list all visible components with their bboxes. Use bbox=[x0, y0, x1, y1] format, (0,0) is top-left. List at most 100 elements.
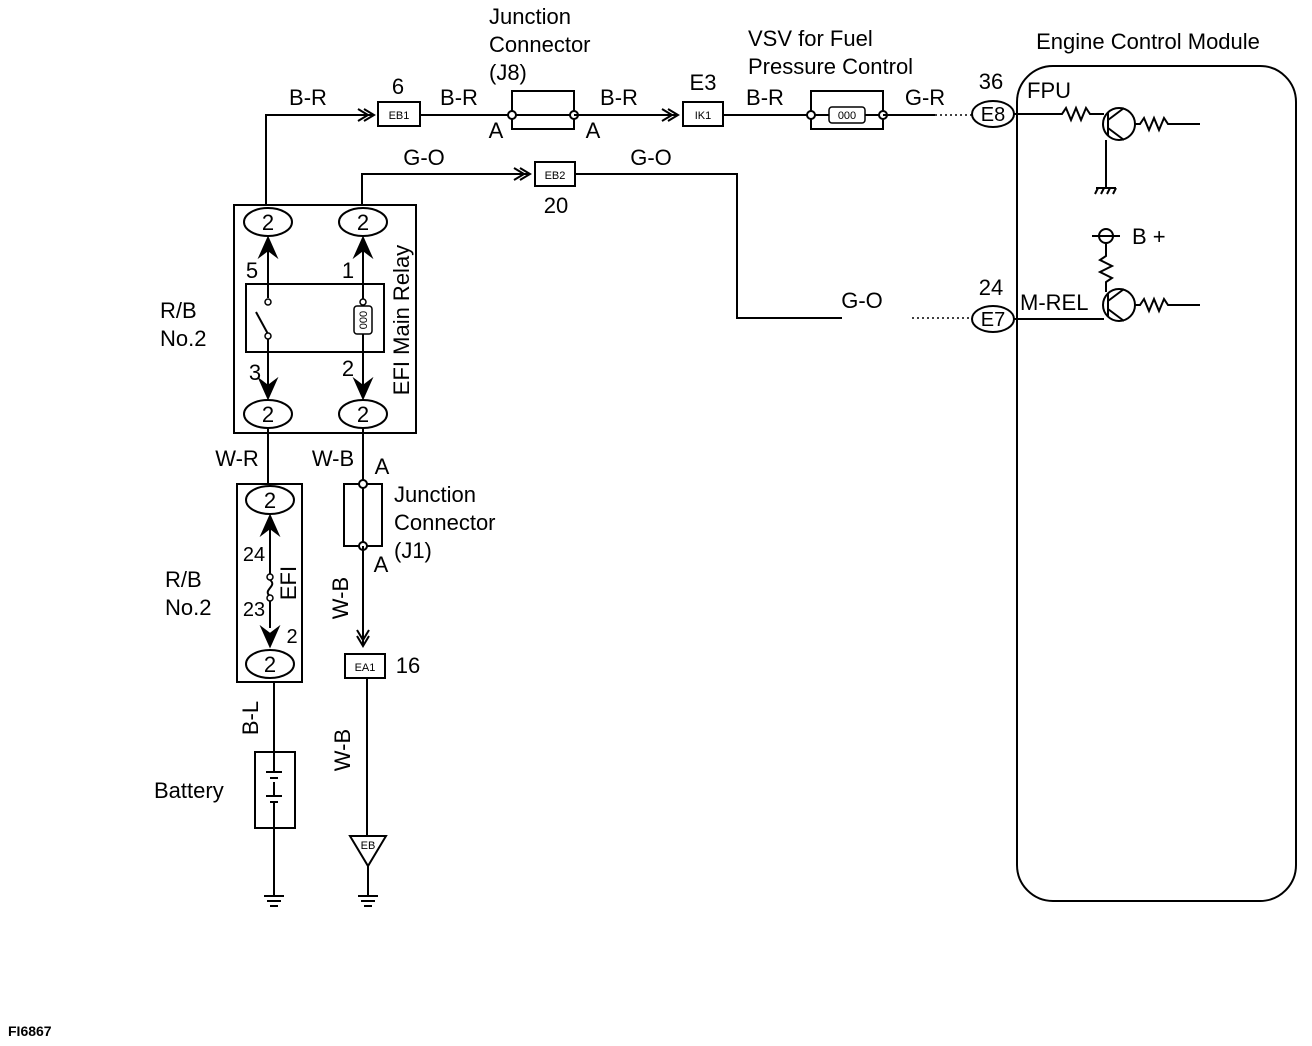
vsv-coil-icon bbox=[828, 106, 866, 124]
eb1-pin-number: 6 bbox=[392, 74, 404, 99]
wire-label-br-4: B-R bbox=[746, 85, 784, 110]
j8-label-line3: (J8) bbox=[489, 60, 527, 85]
fuse-contact-top bbox=[266, 573, 274, 581]
fuse-terminal-2: 2 bbox=[286, 626, 297, 648]
connector-arrow-eb2 bbox=[513, 167, 532, 181]
wire-label-wb-3: W-B bbox=[330, 729, 355, 771]
wire-go-relay-to-eb2 bbox=[361, 173, 528, 205]
fuse-pin-top-label: 2 bbox=[264, 488, 276, 513]
ea1-pin-number: 16 bbox=[396, 653, 420, 678]
rb2-upper-label-line2: No.2 bbox=[160, 326, 206, 351]
mrel-transistor-leads bbox=[1107, 288, 1125, 322]
relay-coil-terminal bbox=[359, 298, 367, 306]
j8-label-line2: Connector bbox=[489, 32, 591, 57]
relay-terminal-2: 2 bbox=[342, 356, 354, 381]
relay-pin-bottom-right-label: 2 bbox=[357, 402, 369, 427]
bplus-pullup-resistor bbox=[1092, 235, 1120, 292]
ea1-label: EA1 bbox=[355, 662, 376, 674]
efi-main-relay-block: R/B No.2 2 2 5 1 000 EFI Main Relay 3 2 … bbox=[160, 204, 417, 434]
vsv-label-line2: Pressure Control bbox=[748, 54, 913, 79]
j8-label-line1: Junction bbox=[489, 4, 571, 29]
relay-switch-arm bbox=[255, 311, 269, 335]
wire-label-br-3: B-R bbox=[600, 85, 638, 110]
fuse-contact-bottom bbox=[266, 594, 274, 602]
go-circuit: EB2 20 G-O G-O G-O bbox=[361, 145, 972, 319]
rb2-lower-label-line2: No.2 bbox=[165, 595, 211, 620]
efi-fuse-icon bbox=[266, 579, 274, 597]
j1-label-line3: (J1) bbox=[394, 538, 432, 563]
j8-terminal-left bbox=[507, 110, 517, 120]
eb-label: EB bbox=[361, 840, 376, 852]
eb-ground-point bbox=[348, 835, 388, 868]
relay-terminal-1: 1 bbox=[342, 258, 354, 283]
eb-ground-icon bbox=[358, 895, 378, 907]
relay-arrow-3 bbox=[257, 376, 279, 401]
wire-label-gr: G-R bbox=[905, 85, 945, 110]
wire-label-br-2: B-R bbox=[440, 85, 478, 110]
fuse-pin-bottom bbox=[245, 649, 295, 679]
wire-label-wb-2: W-B bbox=[328, 577, 353, 619]
eb2-pin-number: 20 bbox=[544, 193, 568, 218]
fuse-arrow-2 bbox=[259, 624, 281, 649]
fpu-resistor bbox=[1014, 105, 1104, 123]
eb2-label: EB2 bbox=[545, 170, 566, 182]
e7-pin-number: 24 bbox=[979, 275, 1003, 300]
br-circuit: EB1 6 B-R B-R A A Junction Connector (J8… bbox=[265, 4, 972, 205]
wire-label-go-1: G-O bbox=[403, 145, 445, 170]
relay-pin-bottom-left-label: 2 bbox=[262, 402, 274, 427]
rb2-upper-box bbox=[233, 204, 417, 434]
fpu-label: FPU bbox=[1027, 78, 1071, 103]
j8-pin-a-left: A bbox=[489, 118, 504, 143]
figure-id: FI6867 bbox=[8, 1023, 52, 1039]
battery-ground-icon bbox=[264, 895, 284, 907]
e8-label: E8 bbox=[981, 104, 1005, 126]
e3-label: E3 bbox=[690, 70, 717, 95]
rb2-lower-label-line1: R/B bbox=[165, 567, 202, 592]
vsv-label-line1: VSV for Fuel bbox=[748, 26, 873, 51]
ground-circuit: W-B A Junction Connector (J1) A W-B EA1 … bbox=[312, 428, 496, 907]
fpu-transistor-leads bbox=[1107, 107, 1125, 141]
junction-connector-j8 bbox=[511, 90, 575, 130]
wire-label-br-1: B-R bbox=[289, 85, 327, 110]
ea1-connector bbox=[344, 653, 386, 679]
fuse-pin-bottom-label: 2 bbox=[264, 652, 276, 677]
e7-label: E7 bbox=[981, 309, 1005, 331]
engine-control-module: Engine Control Module E8 36 FPU B + E7 2… bbox=[971, 29, 1297, 902]
efi-main-relay-label: EFI Main Relay bbox=[389, 245, 414, 395]
wire-label-wr: W-R bbox=[215, 446, 259, 471]
wire-go-eb2-to-ecm bbox=[575, 173, 842, 319]
relay-pin-top-left-label: 2 bbox=[262, 210, 274, 235]
fuse-terminal-24: 24 bbox=[243, 544, 265, 566]
fpu-output-resistor bbox=[1135, 115, 1200, 133]
efi-fuse-label: EFI bbox=[276, 566, 301, 600]
wire-label-bl: B-L bbox=[238, 701, 263, 735]
wire-br-relay-to-eb1 bbox=[265, 114, 372, 205]
wire-label-go-3: G-O bbox=[841, 288, 883, 313]
j1-pin-a-bottom: A bbox=[374, 552, 389, 577]
rb2-upper-label-line1: R/B bbox=[160, 298, 197, 323]
ecm-title: Engine Control Module bbox=[1036, 29, 1260, 54]
ik1-label: IK1 bbox=[695, 110, 712, 122]
relay-switch-contact-top bbox=[264, 298, 272, 306]
relay-coil-label: 000 bbox=[358, 311, 370, 329]
relay-terminal-3: 3 bbox=[249, 360, 261, 385]
connector-arrow-ik1 bbox=[661, 108, 680, 122]
bplus-label: B + bbox=[1132, 224, 1166, 249]
relay-switch-contact-bottom bbox=[264, 332, 272, 340]
mrel-output-resistor bbox=[1135, 296, 1200, 314]
mrel-label: M-REL bbox=[1020, 290, 1088, 315]
j8-pin-a-right: A bbox=[586, 118, 601, 143]
fpu-ground-icon bbox=[1094, 187, 1117, 195]
connector-arrow-ea1 bbox=[356, 629, 370, 648]
vsv-terminal-left bbox=[806, 110, 816, 120]
e8-pin-number: 36 bbox=[979, 69, 1003, 94]
j1-label-line2: Connector bbox=[394, 510, 496, 535]
efi-main-relay bbox=[245, 283, 385, 353]
efi-fuse-circuit: W-R R/B No.2 2 24 EFI 23 2 2 B-L Battery bbox=[154, 428, 303, 907]
connector-arrow-eb1 bbox=[357, 108, 376, 122]
rb2-lower-box bbox=[236, 483, 303, 683]
relay-arrow-2 bbox=[352, 376, 374, 401]
j1-pin-a-top: A bbox=[375, 454, 390, 479]
wire-label-go-2: G-O bbox=[630, 145, 672, 170]
